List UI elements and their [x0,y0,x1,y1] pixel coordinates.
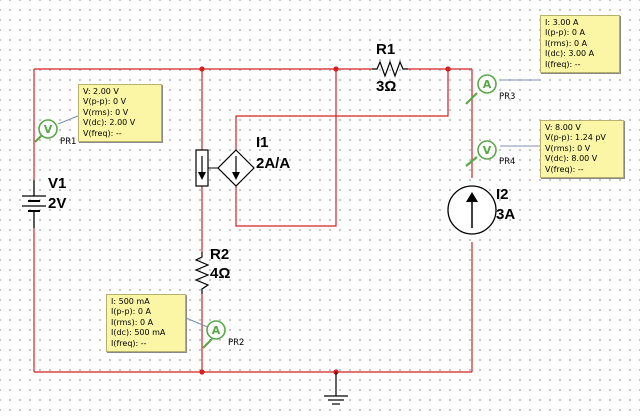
readout-line: I(freq): -- [545,59,581,69]
readout-line: V(dc): 8.00 V [545,154,598,164]
i1-value-label: 2A/A [256,155,291,172]
readout-line: V(freq): -- [83,128,122,138]
current-source-i2[interactable] [447,185,497,235]
i2-value-label: 3A [496,206,516,223]
wire-i1-top [235,69,449,150]
meter-letter: V [44,123,53,136]
probe-pr2-meter[interactable]: A [206,320,226,340]
readout-line: I: 500 mA [111,297,150,306]
dependent-source-i1[interactable] [195,149,255,187]
probe-pr3-readout[interactable]: I: 3.00 A I(p-p): 0 A I(rms): 0 A I(dc):… [540,15,620,74]
junctions [199,66,451,375]
i2-name-label: I2 [496,186,509,203]
readout-line: I(dc): 3.00 A [545,49,595,59]
readout-line: I: 3.00 A [545,18,579,27]
readout-line: V(rms): 0 V [545,143,591,153]
resistor-r1[interactable] [372,60,408,78]
readout-line: V(dc): 2.00 V [83,118,136,128]
wire-i1-bottom [235,69,337,227]
probe-pr1-readout[interactable]: V: 2.00 V V(p-p): 0 V V(rms): 0 V V(dc):… [78,84,162,143]
v1-value-label: 2V [48,195,67,212]
probe-pr2-tag: PR2 [228,338,245,348]
wires [33,68,473,373]
probe-pr4-meter[interactable]: V [477,140,497,160]
r1-value-label: 3Ω [376,78,397,95]
node [199,66,205,72]
readout-line: I(dc): 500 mA [111,328,166,338]
readout-line: V(p-p): 0 V [83,97,127,107]
probe-pr3-tag: PR3 [499,92,516,102]
meter-letter: A [483,78,492,91]
probe-leaders [57,79,540,329]
readout-line: V(rms): 0 V [83,107,129,117]
i1-name-label: I1 [256,134,269,151]
resistor-r2[interactable] [194,252,210,294]
probe-pr1-meter[interactable]: V [38,119,58,139]
r2-name-label: R2 [210,246,230,263]
battery-v1[interactable] [22,180,46,228]
node [333,66,339,72]
node [199,369,205,375]
readout-line: V(freq): -- [545,164,584,174]
meter-letter: A [212,324,221,337]
readout-line: V: 8.00 V [545,123,581,132]
r2-value-label: 4Ω [210,265,231,282]
node [445,66,451,72]
meter-letter: V [483,144,492,157]
r1-name-label: R1 [376,41,396,58]
readout-line: I(p-p): 0 A [111,307,151,317]
readout-line: I(freq): -- [111,338,147,348]
ground-symbol[interactable] [324,372,348,405]
readout-line: V(p-p): 1.24 pV [545,133,606,143]
readout-line: I(p-p): 0 A [545,28,585,38]
probe-pr4-readout[interactable]: V: 8.00 V V(p-p): 1.24 pV V(rms): 0 V V(… [540,120,624,179]
probe-pr2-readout[interactable]: I: 500 mA I(p-p): 0 A I(rms): 0 A I(dc):… [106,294,186,353]
probe-pr3-meter[interactable]: A [477,74,497,94]
readout-line: I(rms): 0 A [545,38,588,48]
probe-pr1-tag: PR1 [60,137,77,147]
readout-line: V: 2.00 V [83,87,119,96]
probe-pr4-tag: PR4 [499,157,516,167]
v1-name-label: V1 [48,175,67,192]
readout-line: I(rms): 0 A [111,317,154,327]
